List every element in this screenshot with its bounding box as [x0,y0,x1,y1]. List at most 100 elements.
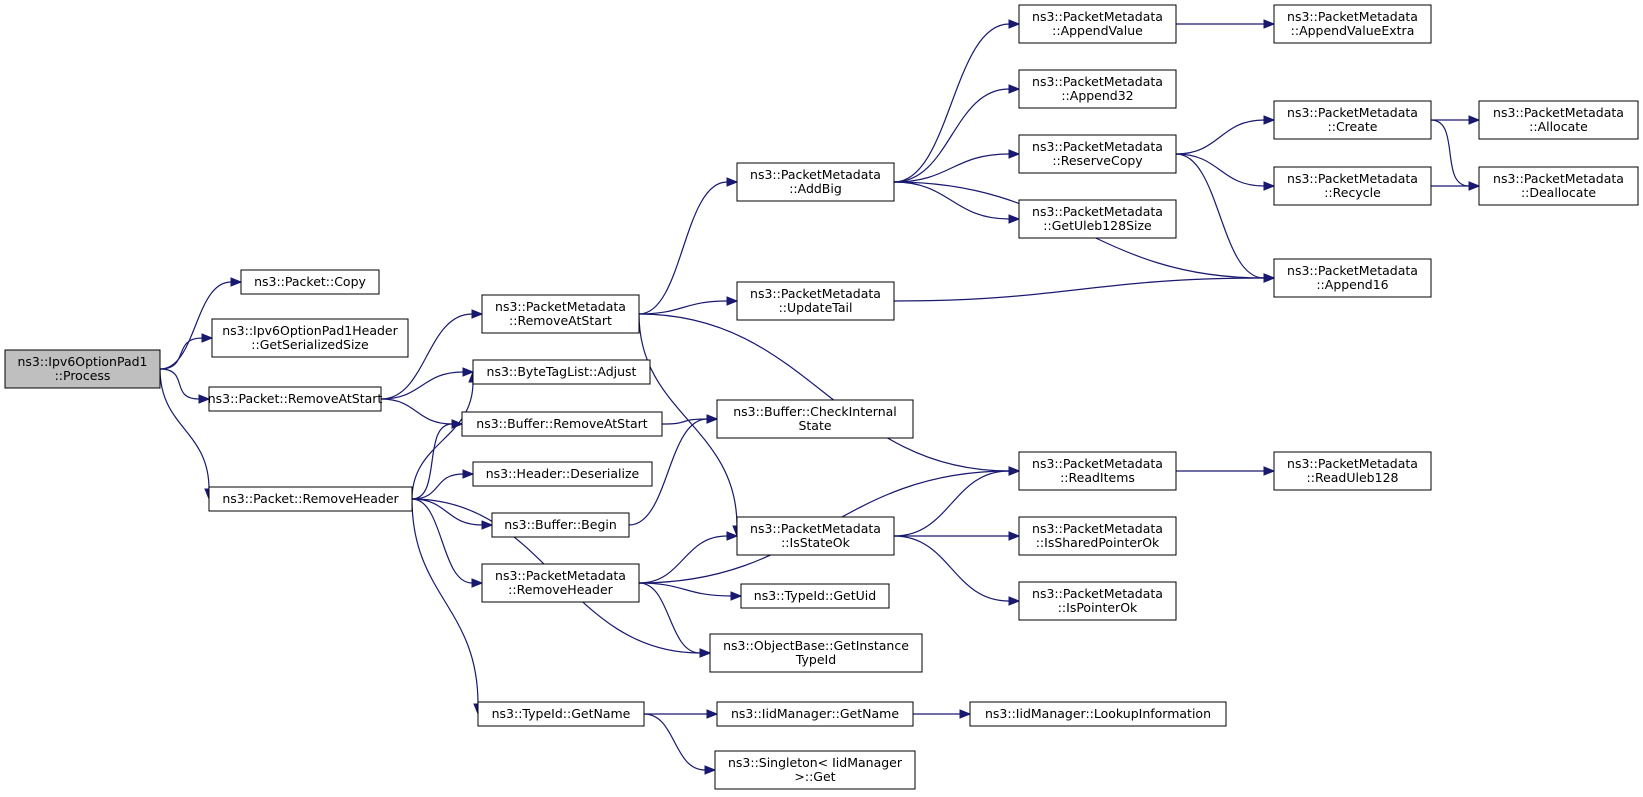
edge-arrowhead [726,296,739,306]
edge-arrowhead [1263,181,1276,191]
edge-arrowhead [1008,531,1021,541]
node-pm-append32[interactable]: ns3::PacketMetadata::Append32 [1018,69,1177,109]
edge-arrowhead [1468,181,1481,191]
edge-pm_addbig-to-pm_reservecopy [893,149,1021,183]
node-label-line: ::GetSerializedSize [251,337,369,352]
node-pm-appendvalueextra[interactable]: ns3::PacketMetadata::AppendValueExtra [1273,4,1432,44]
node-pad1header-getsize[interactable]: ns3::Ipv6OptionPad1Header::GetSerialized… [211,318,409,358]
node-pad1-process[interactable]: ns3::Ipv6OptionPad1::Process [4,349,161,389]
node-pm-issharedpointerok[interactable]: ns3::PacketMetadata::IsSharedPointerOk [1018,516,1177,556]
edge-pm_reservecopy-to-pm_recycle [1175,153,1276,191]
node-label-line: ns3::PacketMetadata [750,167,881,182]
node-iidmanager-getname[interactable]: ns3::IidManager::GetName [716,701,914,727]
node-label-line: ns3::IidManager::LookupInformation [985,706,1211,721]
node-bytetaglist-adjust[interactable]: ns3::ByteTagList::Adjust [472,359,651,385]
node-box [461,411,663,437]
node-pm-getuleb128size[interactable]: ns3::PacketMetadata::GetUleb128Size [1018,199,1177,239]
node-box [1273,451,1432,491]
node-label-line: ns3::PacketMetadata [1032,456,1163,471]
edge-arrowhead [471,309,484,319]
edge-line [411,498,473,584]
node-buffer-begin[interactable]: ns3::Buffer::Begin [491,512,630,538]
node-singleton-get[interactable]: ns3::Singleton< IidManager >::Get [714,750,916,790]
node-packet-removeatstart[interactable]: ns3::Packet::RemoveAtStart [208,386,383,412]
node-typeid-getname[interactable]: ns3::TypeId::GetName [477,701,645,727]
node-box [1478,166,1639,206]
node-box [1273,4,1432,44]
node-packet-copy[interactable]: ns3::Packet::Copy [240,269,380,295]
edge-line [159,281,232,370]
edge-line [380,371,464,400]
node-label-line: ns3::TypeId::GetName [492,706,631,721]
node-box [481,294,640,334]
node-label-line: ns3::PacketMetadata [1287,9,1418,24]
node-label-line: ns3::TypeId::GetUid [754,588,876,603]
node-box [1018,199,1177,239]
edge-line [1175,119,1265,155]
edge-pm_create-to-pm_allocate [1431,115,1481,125]
node-header-deserialize[interactable]: ns3::Header::Deserialize [472,461,653,487]
node-label-line: ::UpdateTail [779,300,853,315]
node-pm-append16[interactable]: ns3::PacketMetadata::Append16 [1273,258,1432,298]
node-box [491,512,630,538]
node-box [240,269,380,295]
node-label-line: ns3::PacketMetadata [1032,521,1163,536]
edge-iidmanager_getname-to-iidmanager_lookupinformation [913,709,972,719]
node-pm-readuleb128[interactable]: ns3::PacketMetadata::ReadUleb128 [1273,451,1432,491]
node-box [4,349,161,389]
edge-arrowhead [706,709,719,719]
edge-line [638,535,728,584]
node-pm-reservecopy[interactable]: ns3::PacketMetadata::ReserveCopy [1018,134,1177,174]
node-pm-removeatstart[interactable]: ns3::PacketMetadata::RemoveAtStart [481,294,640,334]
edge-line [638,300,728,315]
edge-packet_removeheader-to-pm_removeheader [411,498,484,588]
node-pm-allocate[interactable]: ns3::PacketMetadata::Allocate [1478,100,1639,140]
edge-arrowhead [1263,466,1276,476]
node-pm-removeheader[interactable]: ns3::PacketMetadata::RemoveHeader [481,563,640,603]
node-pm-appendvalue[interactable]: ns3::PacketMetadata::AppendValue [1018,4,1177,44]
edge-buffer_begin-to-buffer_checkinternalstate [628,414,719,526]
node-label-line: ::Append32 [1061,88,1133,103]
node-label-line: ns3::Buffer::Begin [504,517,617,532]
edge-pm_removeatstart-to-pm_updatetail [638,296,739,315]
edge-line [411,473,464,500]
node-box [716,399,914,439]
node-pm-isstateok[interactable]: ns3::PacketMetadata::IsStateOk [736,516,895,556]
edge-arrowhead [1263,115,1276,125]
node-pm-deallocate[interactable]: ns3::PacketMetadata::Deallocate [1478,166,1639,206]
node-buffer-removeatstart[interactable]: ns3::Buffer::RemoveAtStart [461,411,663,437]
edge-line [411,381,474,500]
node-box [477,701,645,727]
node-typeid-getuid[interactable]: ns3::TypeId::GetUid [740,583,890,609]
edge-arrowhead [462,367,475,377]
node-label-line: ns3::PacketMetadata [1287,171,1418,186]
edge-pm_isstateok-to-pm_ispointerok [893,535,1021,606]
edge-arrowhead [462,469,475,479]
edge-arrowhead [704,765,717,775]
node-pm-ispointerok[interactable]: ns3::PacketMetadata::IsPointerOk [1018,581,1177,621]
edge-pad1_process-to-packet_removeatstart [159,368,211,404]
node-pm-readitems[interactable]: ns3::PacketMetadata::ReadItems [1018,451,1177,491]
node-label-line: ns3::Header::Deserialize [486,466,640,481]
node-label-line: ::AppendValue [1052,23,1143,38]
node-packet-removeheader[interactable]: ns3::Packet::RemoveHeader [208,486,413,512]
edge-line [159,368,210,490]
edge-line [1175,153,1265,187]
node-label-line: ns3::PacketMetadata [1287,105,1418,120]
node-label-line: ns3::Buffer::CheckInternal [733,404,897,419]
node-label-line: ns3::Ipv6OptionPad1 [17,354,147,369]
node-label-line: ns3::ObjectBase::GetInstance [723,638,909,653]
node-box [208,486,413,512]
edge-pm_reservecopy-to-pm_append16 [1175,153,1276,283]
node-pm-addbig[interactable]: ns3::PacketMetadata::AddBig [736,162,895,202]
edge-arrowhead [1008,466,1021,476]
node-pm-updatetail[interactable]: ns3::PacketMetadata::UpdateTail [736,281,895,321]
edge-pad1_process-to-packet_removeheader [159,368,214,501]
node-pm-create[interactable]: ns3::PacketMetadata::Create [1273,100,1432,140]
node-pm-recycle[interactable]: ns3::PacketMetadata::Recycle [1273,166,1432,206]
node-label-line: ns3::Ipv6OptionPad1Header [222,323,398,338]
node-iidmanager-lookupinformation[interactable]: ns3::IidManager::LookupInformation [969,701,1227,727]
edge-arrowhead [198,394,211,404]
